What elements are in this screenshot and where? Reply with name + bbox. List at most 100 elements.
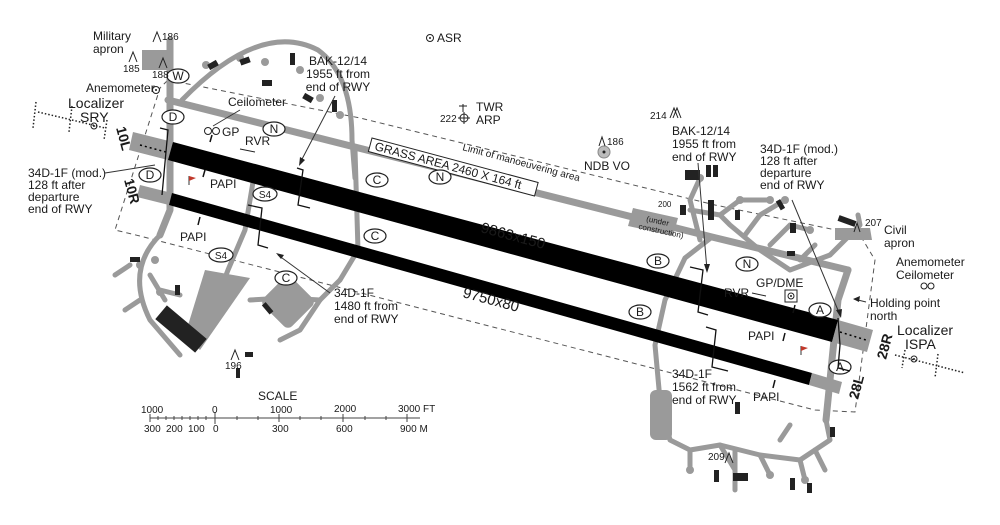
taxiway-W: W xyxy=(166,68,190,84)
runway-id-28L: 28L xyxy=(845,373,867,401)
svg-text:W: W xyxy=(172,69,184,83)
taxiway-N-right: N xyxy=(735,256,759,272)
civil-apron xyxy=(835,228,872,240)
svg-text:C: C xyxy=(282,271,291,285)
obstacle-icon-207 xyxy=(853,221,861,233)
papi-label-28R: PAPI xyxy=(748,329,774,343)
anemometer-ceilometer-icon-east xyxy=(920,282,935,290)
obstacle-icon-196 xyxy=(230,348,240,361)
papi-label-28L: PAPI xyxy=(753,390,779,404)
taxiway-N-upper: N xyxy=(262,121,286,137)
military-apron xyxy=(142,50,170,70)
svg-text:B: B xyxy=(654,254,662,268)
taxiway-network xyxy=(112,36,872,493)
asr-label: ASR xyxy=(437,31,462,45)
localizer-antenna-west xyxy=(32,101,108,141)
svg-text:100: 100 xyxy=(188,424,205,435)
svg-text:3000 FT: 3000 FT xyxy=(398,404,435,415)
arp-label: ARP xyxy=(476,113,501,127)
scale-title: SCALE xyxy=(258,389,297,403)
ceilometer-icon-west xyxy=(204,127,220,135)
taxiway-S4-lower: S4 xyxy=(208,247,234,263)
manoeuvering-area-boundary xyxy=(114,79,876,413)
svg-text:A: A xyxy=(816,303,824,317)
grass-area: GRASS AREA 2460 X 164 ft xyxy=(367,137,539,197)
localizer-icon-east xyxy=(910,355,918,363)
taxiway-B-upper: B xyxy=(646,253,670,269)
runway-10R-28L[interactable] xyxy=(137,185,842,394)
obstacle-icon-185 xyxy=(128,50,138,63)
windsock-icon-west xyxy=(188,176,196,185)
taxiway-S4-upper: S4 xyxy=(252,186,278,202)
runway-id-28R: 28R xyxy=(873,332,895,361)
anemometer-icon-west xyxy=(152,86,160,94)
runway-id-10R: 10R xyxy=(121,177,143,206)
svg-text:S4: S4 xyxy=(259,190,272,201)
rvr-label-west: RVR xyxy=(245,134,270,148)
obstacle-icon-214 xyxy=(669,106,682,119)
svg-text:0: 0 xyxy=(213,424,219,435)
svg-text:1000: 1000 xyxy=(141,405,164,416)
parking-stands-south xyxy=(262,276,672,440)
localizer-antenna-east xyxy=(894,349,966,379)
svg-text:1000: 1000 xyxy=(270,405,293,416)
svg-text:C: C xyxy=(373,173,382,187)
runway-id-10L: 10L xyxy=(113,125,135,153)
arresting-gear-markers xyxy=(159,127,851,372)
gp-dme-icon xyxy=(784,289,798,303)
svg-text:900 M: 900 M xyxy=(400,424,428,435)
taxiway-D-lower: D xyxy=(138,167,162,183)
svg-text:B: B xyxy=(636,305,644,319)
svg-text:600: 600 xyxy=(336,424,353,435)
svg-text:0: 0 xyxy=(212,405,218,416)
arp-icon xyxy=(458,112,470,124)
elevation-209: 209 xyxy=(708,452,725,463)
elevation-188: 188 xyxy=(152,70,169,81)
svg-text:N: N xyxy=(436,170,445,184)
svg-text:D: D xyxy=(169,110,178,124)
svg-text:2000: 2000 xyxy=(334,404,357,415)
holding-point-arrow-icon xyxy=(853,296,860,302)
taxiway-C-upper: C xyxy=(365,172,389,188)
svg-text:N: N xyxy=(270,122,279,136)
taxiway-C-mid: C xyxy=(363,228,387,244)
elevation-186: 186 xyxy=(162,32,179,43)
svg-text:A: A xyxy=(836,360,844,374)
elevation-185: 185 xyxy=(123,64,140,75)
grass-area-label: GRASS AREA 2460 X 164 ft xyxy=(373,139,524,192)
elevation-200: 200 xyxy=(658,200,672,209)
elevation-186-ndb: 186 xyxy=(607,137,624,148)
obstacle-icon-209 xyxy=(724,451,734,464)
windsock-icon-east xyxy=(800,346,808,355)
ndb-label: NDB VO xyxy=(584,159,630,173)
elevation-196: 196 xyxy=(225,361,242,372)
papi-label-10R: PAPI xyxy=(180,230,206,244)
taxiway-B-lower: B xyxy=(628,304,652,320)
taxiway-N-mid: N xyxy=(428,169,452,185)
ceilometer-label-west: Ceilometer xyxy=(228,95,286,109)
tower-icon xyxy=(459,104,467,112)
svg-text:200: 200 xyxy=(166,424,183,435)
localizer-icon-west xyxy=(90,122,98,130)
rvr-label-east: RVR xyxy=(724,286,749,300)
papi-markers xyxy=(197,134,796,389)
svg-text:N: N xyxy=(743,257,752,271)
taxiway-labels: W D D N N N C C C S4 S4 B B A A xyxy=(138,68,852,375)
elevation-214: 214 xyxy=(650,111,667,122)
obstacle-icon-186 xyxy=(152,30,162,43)
under-construction-apron xyxy=(628,208,678,236)
svg-text:D: D xyxy=(146,168,155,182)
anemometer-label-west: Anemometer xyxy=(86,81,155,95)
elevation-207: 207 xyxy=(865,218,882,229)
runway-10L-28R[interactable] xyxy=(129,132,873,352)
elevation-222: 222 xyxy=(440,114,457,125)
